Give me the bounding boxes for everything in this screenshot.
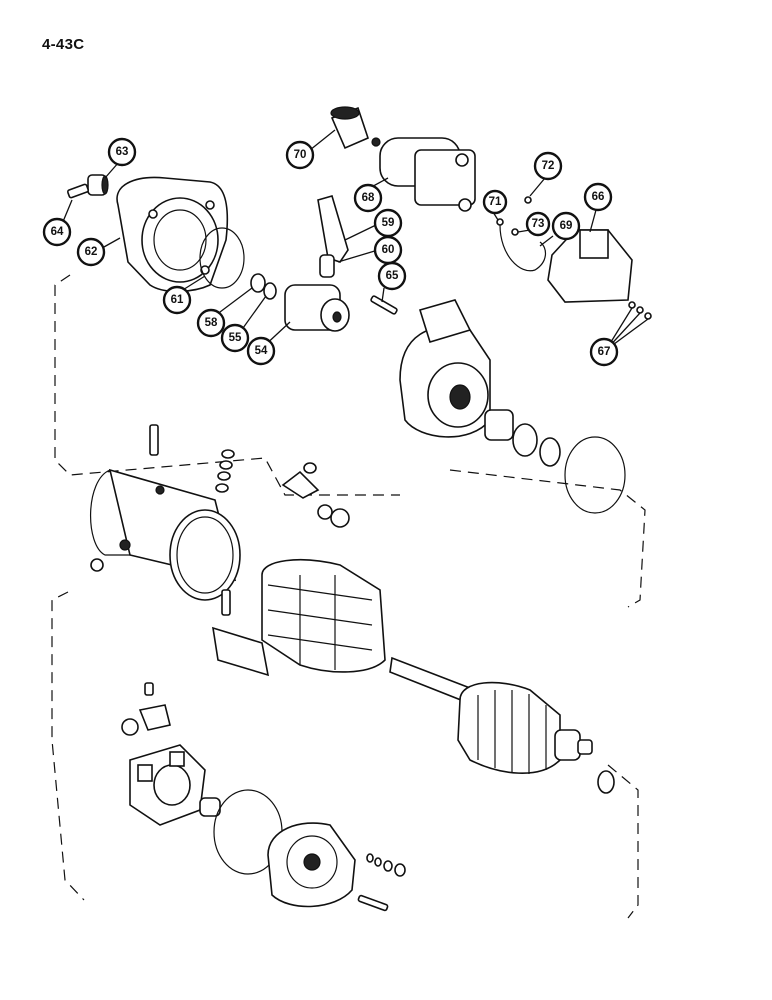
leader-65	[381, 287, 385, 303]
leader-59	[344, 224, 377, 241]
callout-61: 61	[162, 285, 192, 315]
washer-right-part	[512, 423, 538, 457]
callout-label: 59	[382, 217, 395, 229]
callout-label: 65	[386, 270, 399, 282]
washer-part-2	[263, 282, 277, 300]
nut-part	[524, 196, 532, 204]
washer-part	[250, 273, 266, 293]
end-frame-part	[267, 822, 356, 908]
bracket-nut-part-3	[330, 508, 350, 528]
leader-72	[529, 177, 546, 197]
drive-pinion-part	[284, 284, 350, 332]
end-stack-part	[366, 853, 374, 863]
brush-screw-part	[144, 682, 154, 696]
callout-label: 63	[116, 146, 129, 158]
callout-label: 64	[51, 226, 64, 238]
o-ring-right-part	[564, 436, 626, 514]
frame-part	[89, 468, 241, 601]
nut-part-2	[496, 218, 504, 226]
terminal-cover-part	[547, 229, 633, 303]
callout-label: 73	[532, 218, 545, 230]
washer-right-part-2	[539, 437, 561, 467]
bolt-part	[66, 183, 90, 199]
frame-screw-part-2	[90, 558, 104, 572]
bracket-nut-part-2	[317, 504, 333, 520]
leader-69	[539, 235, 554, 247]
leader-70	[309, 129, 336, 151]
callout-label: 61	[171, 294, 184, 306]
callout-59: 59	[373, 208, 403, 238]
callout-58: 58	[196, 308, 226, 338]
callout-label: 70	[294, 149, 307, 161]
lower-right-dash	[607, 764, 639, 919]
drive-housing-part	[116, 176, 229, 293]
end-stack-part-2	[374, 857, 382, 867]
page-code: 4-43C	[42, 36, 85, 53]
terminal-nut-part-3	[217, 471, 231, 481]
terminal-nut-part-2	[219, 460, 233, 470]
bushing-part	[87, 174, 109, 196]
nut-part-3	[511, 228, 519, 236]
callout-68: 68	[353, 183, 383, 213]
callout-54: 54	[246, 336, 276, 366]
frame-screw-part	[149, 424, 159, 456]
callout-label: 69	[560, 220, 573, 232]
callout-label: 60	[382, 244, 395, 256]
callout-65: 65	[377, 261, 407, 291]
brush-spring-part	[138, 704, 171, 731]
callout-72: 72	[533, 151, 563, 181]
callout-label: 68	[362, 192, 375, 204]
shift-lever-part	[317, 195, 349, 278]
callout-60: 60	[373, 235, 403, 265]
pole-shoe-part	[212, 626, 270, 677]
sleeve-part	[484, 409, 514, 441]
callout-label: 55	[229, 332, 242, 344]
lower-assembly-dash	[51, 591, 85, 901]
callout-69: 69	[551, 211, 581, 241]
upper-right-dash	[449, 469, 646, 608]
terminal-nut-part	[221, 449, 235, 459]
callout-70: 70	[285, 140, 315, 170]
nut-part-4	[628, 301, 636, 309]
end-washer-part	[597, 770, 615, 794]
terminal-nut-part-4	[215, 483, 229, 493]
callout-71: 71	[482, 189, 508, 215]
callout-label: 72	[542, 160, 555, 172]
bracket-nut-part	[303, 462, 317, 474]
end-stack-part-4	[394, 863, 406, 877]
end-stack-part-3	[383, 860, 393, 872]
solenoid-part	[371, 137, 476, 212]
callout-62: 62	[76, 237, 106, 267]
field-coils-part	[261, 559, 386, 673]
callout-label: 66	[592, 191, 605, 203]
callout-label: 54	[255, 345, 268, 357]
callout-label: 58	[205, 317, 218, 329]
callout-67: 67	[589, 337, 619, 367]
callout-label: 62	[85, 246, 98, 258]
lever-housing-part	[399, 299, 491, 438]
callout-73: 73	[525, 211, 551, 237]
o-ring-part	[199, 227, 245, 289]
leader-66	[589, 209, 597, 233]
callout-label: 71	[489, 196, 502, 208]
pole-screw-part	[221, 589, 231, 616]
wire-part	[499, 224, 546, 272]
brush-part	[121, 718, 139, 736]
callout-label: 67	[598, 346, 611, 358]
leader-60	[337, 249, 379, 263]
callout-64: 64	[42, 217, 72, 247]
armature-part	[389, 656, 593, 774]
upper-assembly-dash	[54, 274, 400, 496]
brush-holder-part	[129, 744, 206, 826]
callout-63: 63	[107, 137, 137, 167]
nut-part-5	[636, 306, 644, 314]
bracket-part	[281, 470, 320, 499]
nut-part-6	[644, 312, 652, 320]
callout-55: 55	[220, 323, 250, 353]
end-bolt-part	[357, 894, 389, 912]
boot-part	[330, 106, 369, 150]
callout-66: 66	[583, 182, 613, 212]
screw-part	[370, 295, 398, 315]
